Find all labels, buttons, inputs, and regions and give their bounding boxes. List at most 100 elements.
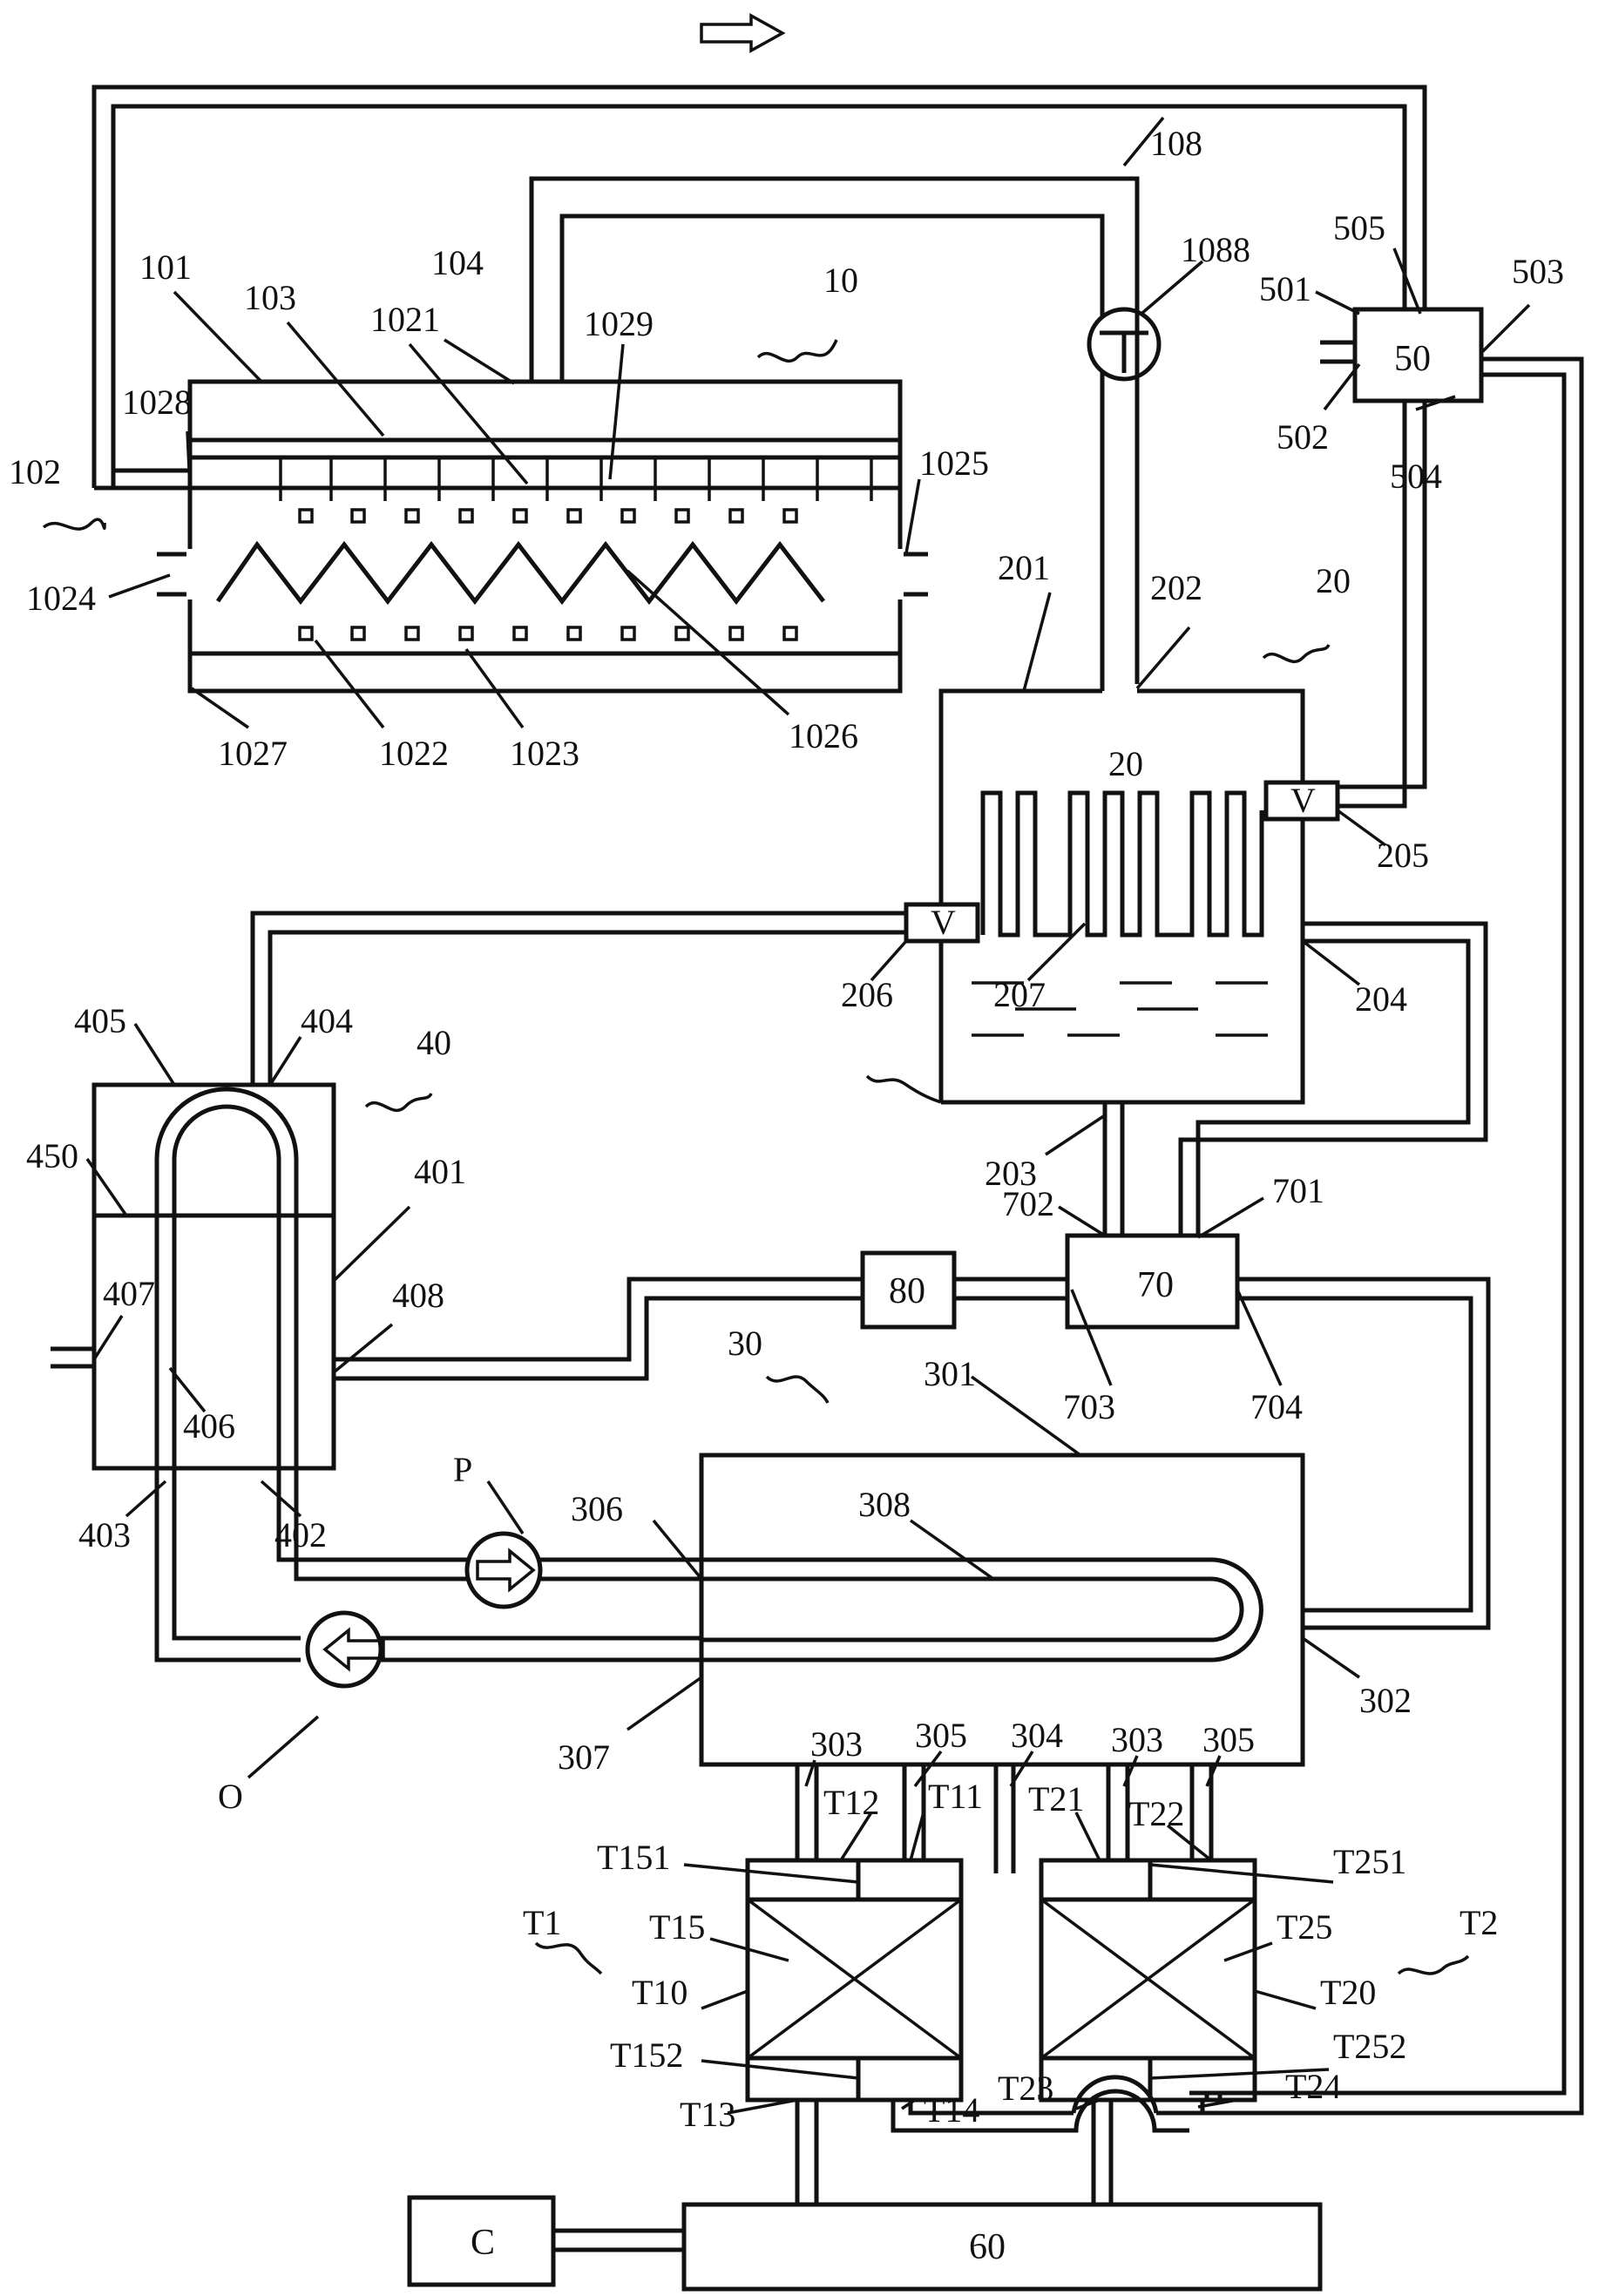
label-P: P: [453, 1450, 472, 1489]
label-1025: 1025: [919, 444, 989, 483]
unit-50: 50: [1189, 307, 1584, 2116]
label-1028: 1028: [122, 383, 192, 422]
label-401: 401: [414, 1152, 466, 1191]
label-501: 501: [1259, 269, 1311, 308]
label-301: 301: [924, 1354, 976, 1393]
wavy-leaders: [42, 339, 1470, 1975]
reference-labels: 10 101 103 104 1021 1029 1028 1025 102 1…: [9, 124, 1564, 2134]
zigzag-element-1026: [215, 540, 825, 606]
unit-T1: [745, 1858, 964, 2103]
label-T13: T13: [680, 2095, 735, 2134]
unit-80-label: 80: [889, 1271, 925, 1311]
label-T151: T151: [597, 1838, 670, 1877]
unit-60-label: 60: [969, 2227, 1006, 2267]
label-503: 503: [1512, 252, 1564, 291]
unit-10: [157, 176, 1140, 694]
label-408: 408: [392, 1276, 444, 1315]
label-407: 407: [103, 1274, 155, 1313]
label-201: 201: [998, 548, 1050, 587]
label-305a: 305: [915, 1716, 967, 1755]
label-304: 304: [1011, 1716, 1063, 1755]
label-40: 40: [417, 1023, 451, 1062]
lower-nozzles: [298, 626, 798, 641]
label-450: 450: [26, 1136, 78, 1175]
label-306: 306: [571, 1489, 623, 1528]
pump-P: [464, 1531, 543, 1609]
label-704: 704: [1250, 1387, 1303, 1426]
label-T252: T252: [1333, 2027, 1406, 2066]
valve-205-label: V: [1290, 781, 1316, 820]
label-104: 104: [431, 243, 484, 282]
label-206: 206: [841, 975, 893, 1014]
label-307: 307: [558, 1737, 610, 1777]
label-108: 108: [1150, 124, 1202, 163]
label-T22: T22: [1128, 1794, 1184, 1833]
label-1024: 1024: [26, 579, 96, 618]
label-103: 103: [244, 278, 296, 317]
label-1026: 1026: [789, 716, 858, 755]
label-20-inner: 20: [1108, 744, 1143, 783]
label-403: 403: [78, 1515, 131, 1554]
label-10: 10: [823, 261, 858, 300]
label-T23: T23: [998, 2069, 1053, 2108]
label-T24: T24: [1285, 2067, 1341, 2106]
label-308: 308: [858, 1485, 911, 1524]
label-305b: 305: [1202, 1720, 1255, 1759]
label-207: 207: [993, 975, 1046, 1014]
label-101: 101: [139, 247, 192, 287]
label-204: 204: [1355, 979, 1407, 1019]
label-205: 205: [1377, 836, 1429, 875]
label-202: 202: [1150, 568, 1202, 607]
label-T11: T11: [928, 1777, 983, 1816]
label-1029: 1029: [584, 304, 654, 343]
label-1021: 1021: [370, 300, 440, 339]
pump-1088: [1087, 307, 1162, 382]
unit-50-label: 50: [1394, 339, 1431, 379]
label-T21: T21: [1028, 1779, 1084, 1819]
label-T2: T2: [1460, 1903, 1498, 1942]
label-203: 203: [985, 1154, 1037, 1193]
label-T14: T14: [924, 2090, 979, 2130]
label-O: O: [218, 1777, 243, 1816]
unit-70-label: 70: [1137, 1265, 1174, 1305]
label-406: 406: [183, 1406, 235, 1446]
label-402: 402: [274, 1515, 327, 1554]
unit-80: 80: [860, 1250, 957, 1330]
label-1027: 1027: [218, 734, 288, 773]
leader-lines: [85, 116, 1531, 2115]
label-T15: T15: [649, 1907, 705, 1947]
unit-C: C: [407, 2195, 556, 2287]
label-T10: T10: [632, 1973, 687, 2012]
valve-206-label: V: [931, 903, 956, 942]
label-T20: T20: [1320, 1973, 1376, 2012]
label-504: 504: [1390, 457, 1442, 496]
upper-nozzles: [279, 457, 873, 524]
label-T25: T25: [1277, 1907, 1332, 1947]
unit-T2: [1039, 1858, 1257, 2103]
unit-30: [699, 1453, 1305, 1873]
label-703: 703: [1063, 1387, 1115, 1426]
label-404: 404: [301, 1001, 353, 1040]
label-303b: 303: [1111, 1720, 1163, 1759]
unit-60: 60: [681, 2202, 1323, 2292]
label-T152: T152: [610, 2035, 683, 2075]
label-T12: T12: [823, 1783, 879, 1822]
label-30: 30: [728, 1324, 762, 1363]
label-1023: 1023: [510, 734, 579, 773]
label-505: 505: [1333, 208, 1385, 247]
pump-O: [305, 1610, 385, 1689]
coil-207: [980, 790, 1264, 938]
label-T251: T251: [1333, 1842, 1406, 1881]
unit-70: 70: [1065, 1233, 1240, 1330]
label-1088: 1088: [1181, 230, 1250, 269]
unit-C-label: C: [471, 2223, 495, 2263]
label-102: 102: [9, 452, 61, 491]
label-20: 20: [1316, 561, 1351, 600]
label-1022: 1022: [379, 734, 449, 773]
label-502: 502: [1277, 417, 1329, 457]
label-302: 302: [1359, 1681, 1412, 1720]
flow-direction-arrow-icon: [700, 13, 786, 53]
label-303a: 303: [810, 1724, 863, 1764]
label-702: 702: [1002, 1184, 1054, 1223]
